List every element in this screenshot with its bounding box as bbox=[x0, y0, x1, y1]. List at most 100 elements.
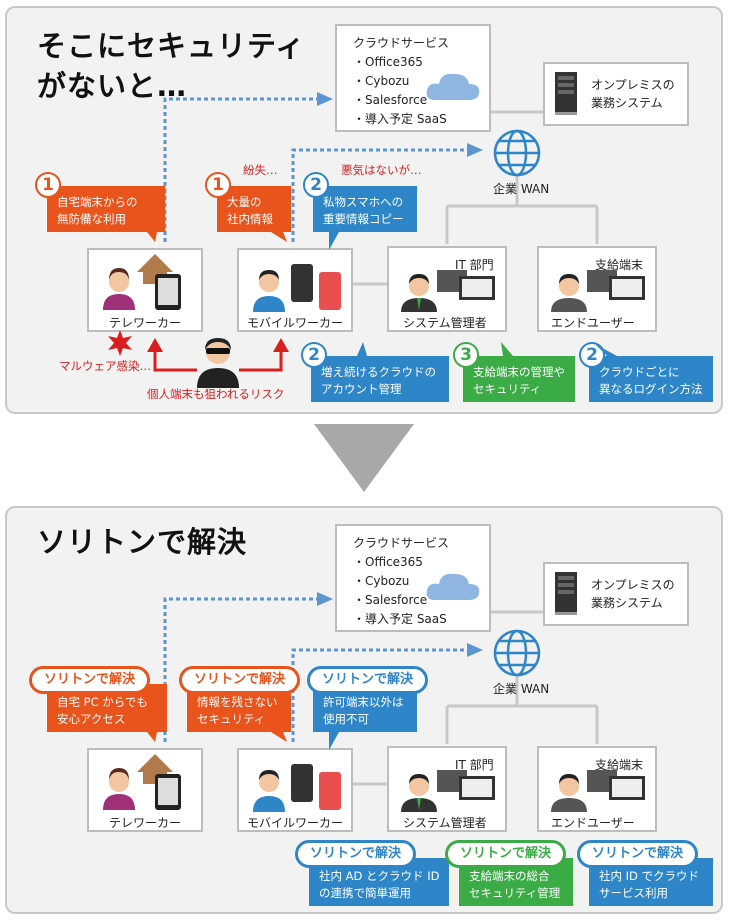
bubble-text: クラウドごとに bbox=[599, 365, 680, 379]
end-role-label: エンドユーザー bbox=[551, 816, 635, 830]
cloud-item: ・導入予定 SaaS bbox=[353, 612, 447, 626]
bubble-text: サービス利用 bbox=[599, 886, 668, 900]
onprem-box: オンプレミスの 業務システム bbox=[543, 562, 689, 626]
problem-bubble-device-security: 支給端末の管理や セキュリティ bbox=[463, 356, 575, 402]
it-role-label: システム管理者 bbox=[403, 816, 487, 830]
cloud-item: ・Office365 bbox=[353, 555, 423, 569]
bubble-text: セキュリティ bbox=[473, 382, 542, 396]
solution-connectors bbox=[163, 592, 599, 786]
risk-note: 個人端末も狙われるリスク bbox=[147, 387, 285, 401]
cloud-icon bbox=[426, 573, 480, 600]
bubble-text: アカウント管理 bbox=[321, 382, 402, 396]
attacker-icon bbox=[197, 338, 239, 388]
onprem-line1: オンプレミスの bbox=[591, 78, 675, 92]
soliton-solution-pill: ソリトンで解決 bbox=[577, 840, 699, 868]
bubble-text: セキュリティ管理 bbox=[469, 886, 561, 900]
teleworker-box: テレワーカー bbox=[87, 748, 203, 832]
solution-title: ソリトンで解決 bbox=[37, 525, 248, 559]
teleworker-icon bbox=[103, 754, 181, 810]
server-icon bbox=[555, 72, 577, 115]
mobile-worker-box: モバイルワーカー bbox=[237, 748, 353, 832]
soliton-solution-pill: ソリトンで解決 bbox=[445, 840, 567, 868]
problem-title-line1: そこにセキュリティ bbox=[37, 29, 306, 63]
bubble-text: 安心アクセス bbox=[57, 712, 126, 726]
bubble-text: 社内情報 bbox=[227, 212, 273, 226]
cloud-item: ・Cybozu bbox=[353, 74, 410, 88]
cloud-item: ・Salesforce bbox=[353, 93, 428, 107]
teleworker-icon bbox=[103, 254, 181, 310]
lost-note: 紛失… bbox=[243, 163, 278, 177]
malware-icon bbox=[108, 330, 132, 356]
soliton-solution-pill: ソリトンで解決 bbox=[29, 666, 151, 694]
wan-globe-icon bbox=[493, 129, 541, 177]
cloud-services-box: クラウドサービス ・Office365 ・Cybozu ・Salesforce … bbox=[335, 524, 491, 632]
problem-connectors bbox=[147, 92, 599, 372]
problem-number-badge: 1 bbox=[35, 172, 61, 198]
cloud-item: ・Salesforce bbox=[353, 593, 428, 607]
malware-note: マルウェア感染… bbox=[59, 359, 151, 373]
teleworker-box: テレワーカー bbox=[87, 248, 203, 332]
bubble-text: 大量の bbox=[227, 195, 262, 209]
wan-label: 企業 WAN bbox=[493, 682, 550, 696]
problem-bubble-phone-copy: 私物スマホへの 重要情報コピー bbox=[313, 186, 417, 232]
problem-number-badge: 2 bbox=[301, 342, 327, 368]
problem-title: そこにセキュリティ がないと… bbox=[37, 26, 305, 106]
server-icon bbox=[555, 572, 577, 615]
bubble-text: 許可端末以外は bbox=[323, 695, 404, 709]
problem-bubble-internal-info: 大量の 社内情報 bbox=[217, 186, 291, 232]
bubble-text: 社内 ID でクラウド bbox=[599, 869, 700, 883]
bubble-text: 異なるログイン方法 bbox=[599, 382, 703, 396]
bubble-text: 使用不可 bbox=[323, 712, 369, 726]
onprem-line2: 業務システム bbox=[591, 96, 663, 110]
bubble-text: の連携で簡単運用 bbox=[319, 886, 411, 900]
bubble-text: 支給端末の総合 bbox=[469, 869, 550, 883]
mobile-worker-label: モバイルワーカー bbox=[247, 316, 344, 330]
end-dept-label: 支給端末 bbox=[595, 258, 644, 272]
cloud-title: クラウドサービス bbox=[353, 536, 450, 550]
mobile-worker-icon bbox=[253, 264, 341, 312]
bubble-text: 支給端末の管理や bbox=[473, 365, 565, 379]
onprem-line1: オンプレミスの bbox=[591, 578, 675, 592]
mobile-worker-icon bbox=[253, 764, 341, 812]
problem-bubble-account-mgmt: 増え続けるクラウドの アカウント管理 bbox=[311, 356, 449, 402]
bubble-text: 情報を残さない bbox=[197, 695, 278, 709]
end-user-box: 支給端末 エンドユーザー bbox=[537, 246, 657, 332]
bubble-text: 無防備な利用 bbox=[57, 212, 126, 226]
wan-label: 企業 WAN bbox=[493, 182, 550, 196]
mobile-worker-box: モバイルワーカー bbox=[237, 248, 353, 332]
problem-title-line2: がないと… bbox=[37, 69, 188, 103]
it-dept-label: IT 部門 bbox=[455, 258, 494, 272]
teleworker-label: テレワーカー bbox=[109, 316, 182, 330]
problem-bubble-home-device: 自宅端末からの 無防備な利用 bbox=[47, 186, 165, 232]
bubble-text: 私物スマホへの bbox=[323, 195, 404, 209]
bubble-text: セキュリティ bbox=[197, 712, 266, 726]
onprem-line2: 業務システム bbox=[591, 596, 663, 610]
it-dept-label: IT 部門 bbox=[455, 758, 494, 772]
bubble-tails bbox=[147, 732, 339, 750]
end-role-label: エンドユーザー bbox=[551, 316, 635, 330]
admin-icon bbox=[401, 270, 495, 312]
problem-number-badge: 3 bbox=[453, 342, 479, 368]
admin-icon bbox=[401, 770, 495, 812]
bubble-text: 自宅 PC からでも bbox=[57, 695, 148, 709]
teleworker-label: テレワーカー bbox=[109, 816, 182, 830]
wan-globe-icon bbox=[493, 629, 541, 677]
cloud-icon bbox=[426, 73, 480, 100]
cloud-item: ・Cybozu bbox=[353, 574, 410, 588]
end-user-icon bbox=[551, 770, 645, 812]
problem-number-badge: 2 bbox=[303, 172, 329, 198]
mobile-worker-label: モバイルワーカー bbox=[247, 816, 344, 830]
end-user-icon bbox=[551, 270, 645, 312]
problem-bubble-login-methods: クラウドごとに 異なるログイン方法 bbox=[589, 356, 713, 402]
bubble-text: 社内 AD とクラウド ID bbox=[319, 869, 440, 883]
bubble-text: 増え続けるクラウドの bbox=[321, 365, 436, 379]
soliton-solution-pill: ソリトンで解決 bbox=[179, 666, 301, 694]
bubble-text: 自宅端末からの bbox=[57, 195, 138, 209]
it-dept-box: IT 部門 システム管理者 bbox=[387, 746, 507, 832]
problem-number-badge: 2 bbox=[579, 342, 605, 368]
end-dept-label: 支給端末 bbox=[595, 758, 644, 772]
bubble-text: 重要情報コピー bbox=[323, 212, 404, 226]
it-role-label: システム管理者 bbox=[403, 316, 487, 330]
problem-panel: そこにセキュリティ がないと… bbox=[5, 6, 723, 414]
transition-arrow-icon bbox=[314, 424, 414, 492]
